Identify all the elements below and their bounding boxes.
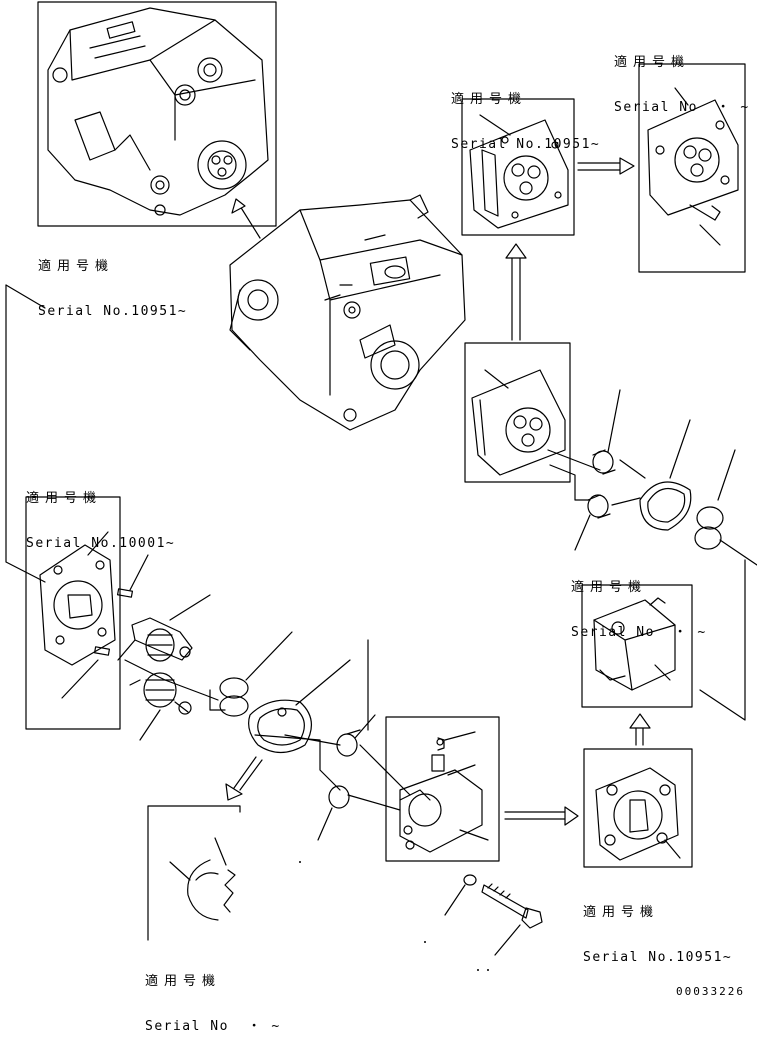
snap-ring-left [170,860,218,920]
leader-lines [6,285,757,810]
frame-cover-10951 [462,99,574,235]
label-plate-10951: 適用号機 Serial No.10951~ [583,875,732,980]
washer [445,875,476,915]
arrow-to-snap-rings [226,757,262,800]
frame-flange-10001 [26,497,120,729]
label-top-left-10951: 適用号機 Serial No.10951~ [38,229,187,334]
seal-pair-center [220,632,292,716]
frame-pump-body-lower [386,717,499,861]
label-serial: Serial No.10951~ [451,137,601,152]
frame-cover-serial-blank [639,64,745,272]
arrow-right-to-plate [505,807,578,825]
frame-plate-10951 [584,749,692,867]
label-jp: 適用号機 [145,974,222,989]
label-serial: Serial No ・ ~ [614,100,750,115]
cover-plate-10951 [470,115,568,228]
frame-snap-rings [148,806,240,940]
plate-10951 [596,768,680,860]
document-number: 00033226 [676,985,745,998]
label-valve-serial-blank: 適用号機 Serial No ・ ~ [571,550,707,655]
arrow-right-to-cover [578,158,634,174]
cover-plate-middle [472,370,565,475]
label-jp: 適用号機 [583,905,660,920]
seal-ring-right [640,420,691,530]
label-serial: Serial No ・ ~ [571,625,707,640]
snap-ring-right [215,838,235,912]
flange-10001 [40,532,148,698]
label-flange-10001: 適用号機 Serial No.10001~ [26,461,175,566]
frame-cover-middle [465,343,570,482]
bushing-center-upper [337,715,375,756]
label-serial: Serial No ・ ~ [145,1019,281,1034]
label-jp: 適用号機 [26,491,103,506]
arrow-to-top-left [232,199,260,238]
drive-gear-lower [130,673,191,740]
frame-top-left-assembly [38,2,276,226]
marker-dots [299,861,489,971]
arrow-up-to-cover [506,244,526,340]
bushing-center-lower [318,786,349,840]
label-jp: 適用号機 [38,259,115,274]
label-jp: 適用号機 [451,92,528,107]
valve-block [594,598,675,690]
arrow-up-to-valve [630,714,650,745]
pump-assembly-top-left [48,8,268,215]
label-cover-serial-blank: 適用号機 Serial No ・ ~ [614,25,750,130]
seal-plate-center [249,660,350,753]
parts-diagram [0,0,757,971]
label-serial: Serial No.10001~ [26,536,176,551]
label-cover-10951: 適用号機 Serial No.10951~ [451,62,600,167]
bushing-lower [575,495,610,550]
cover-plate-serial-blank [648,88,738,245]
label-snap-rings-serial-blank: 適用号機 Serial No ・ ~ [145,944,281,1049]
bushing-upper [593,390,620,474]
label-serial: Serial No.10951~ [38,304,188,319]
o-rings-right [695,450,735,549]
pump-body-lower [400,732,488,852]
frame-valve-block-serial-blank [582,585,692,707]
bolt [482,884,542,955]
label-jp: 適用号機 [614,55,691,70]
drive-gear-upper [132,595,210,661]
label-serial: Serial No.10951~ [583,950,733,965]
main-pump-assembly [230,195,465,430]
label-jp: 適用号機 [571,580,648,595]
